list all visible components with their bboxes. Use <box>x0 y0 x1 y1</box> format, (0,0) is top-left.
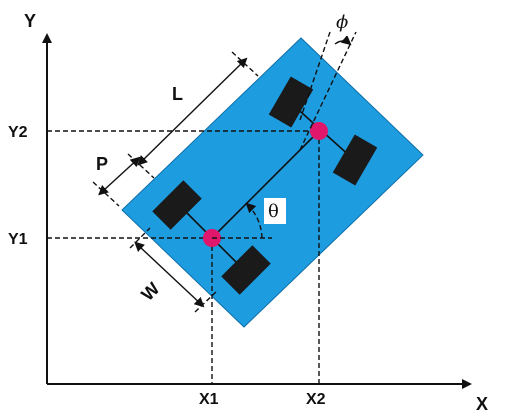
y2-label: Y2 <box>8 124 28 141</box>
vehicle-body <box>121 37 424 328</box>
x-axis-label: X <box>476 394 488 414</box>
front-axle-center <box>310 122 328 140</box>
w-ext-right <box>194 289 219 313</box>
p-dimension-line <box>98 156 141 196</box>
w-label: W <box>137 279 163 305</box>
x2-label: X2 <box>306 391 326 408</box>
w-ext-left <box>129 227 151 249</box>
l-label: L <box>172 84 183 104</box>
theta-label-bg <box>264 198 286 224</box>
x1-label: X1 <box>199 391 219 408</box>
y1-label: Y1 <box>8 231 28 248</box>
phi-arc <box>334 34 352 46</box>
phi-label: ϕ <box>336 12 348 33</box>
w-dimension-line <box>134 241 205 308</box>
theta-label: θ <box>268 201 279 222</box>
rear-left-wheel <box>152 180 202 230</box>
front-left-wheel <box>268 76 314 128</box>
y-axis-label: Y <box>24 11 36 31</box>
rear-right-wheel <box>221 245 271 295</box>
front-right-wheel <box>332 134 378 186</box>
theta-arc <box>245 202 263 239</box>
phi-body-axis <box>299 31 357 151</box>
l-ext-top <box>231 51 259 77</box>
phi-label-bg <box>334 10 354 36</box>
p-label: P <box>96 154 108 174</box>
l-ext-mid <box>127 153 155 179</box>
p-ext-bottom <box>92 181 120 207</box>
l-dimension-line <box>137 57 248 166</box>
